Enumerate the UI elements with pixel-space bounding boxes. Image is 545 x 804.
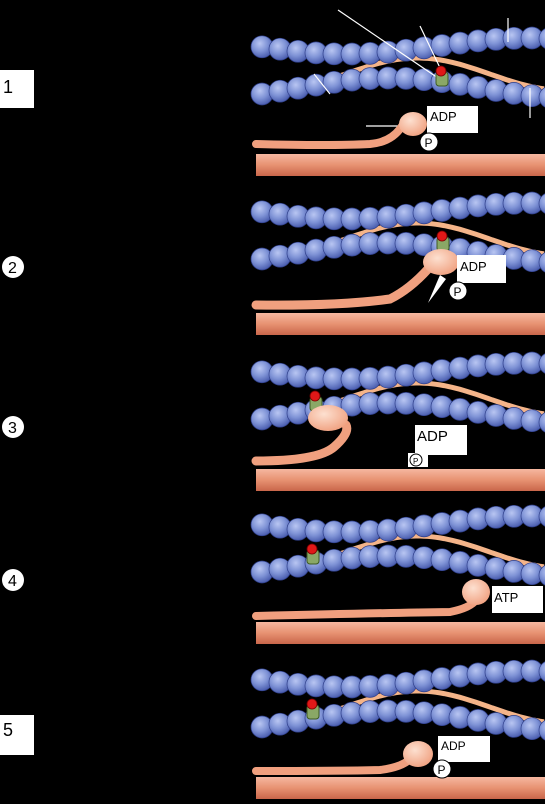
phosphate-circle: P (449, 282, 467, 300)
adp-label: ADP (427, 106, 478, 133)
myosin-thick-filament (256, 741, 545, 799)
step-number: 3 (8, 420, 17, 437)
step-number-box: 1 (0, 70, 34, 108)
binding-site (437, 231, 449, 251)
myosin-head (403, 741, 433, 767)
step-number: 5 (3, 720, 13, 740)
myosin-head (423, 249, 459, 275)
panel-3: 3 ADP P (2, 352, 545, 491)
myosin-head (399, 112, 427, 136)
actin-filament (251, 352, 545, 433)
actin-filament (251, 27, 545, 108)
svg-text:ADP: ADP (417, 428, 448, 445)
step-number-box: 5 (0, 715, 34, 755)
binding-site (307, 544, 319, 564)
myosin-head (462, 579, 490, 605)
adp-label: ADP (415, 425, 467, 455)
step-number: 4 (8, 573, 17, 590)
step-number-circle: 4 (2, 569, 24, 591)
svg-text:ADP: ADP (441, 739, 466, 753)
svg-text:ADP: ADP (430, 109, 457, 124)
actin-filament (251, 505, 545, 586)
svg-text:ATP: ATP (494, 590, 518, 605)
svg-text:P: P (438, 763, 446, 777)
adp-label: ADP (457, 255, 506, 283)
binding-site (307, 699, 319, 719)
panel-4: 4 ATP (2, 505, 545, 644)
step-number: 1 (3, 77, 13, 97)
svg-text:P: P (425, 136, 433, 150)
adp-label: ADP (438, 736, 490, 762)
panel-1: 1 ADP P (0, 10, 545, 176)
svg-text:ADP: ADP (460, 259, 487, 274)
actin-filament (251, 660, 545, 741)
pointer-lines (314, 10, 530, 126)
phosphate-circle: P (433, 760, 451, 778)
step-number: 2 (8, 260, 17, 277)
step-number-circle: 3 (2, 416, 24, 438)
myosin-head (308, 405, 348, 431)
panel-5: 5 ADP P (0, 660, 545, 799)
svg-text:P: P (454, 285, 462, 299)
binding-site (436, 66, 448, 86)
panel-2: 2 ADP P (2, 192, 545, 335)
svg-text:P: P (413, 457, 418, 466)
myosin-thick-filament (256, 112, 545, 176)
atp-label: ATP (492, 586, 543, 613)
step-number-circle: 2 (2, 256, 24, 278)
phosphate-circle: P (420, 133, 438, 151)
phosphate-circle: P (408, 453, 428, 467)
